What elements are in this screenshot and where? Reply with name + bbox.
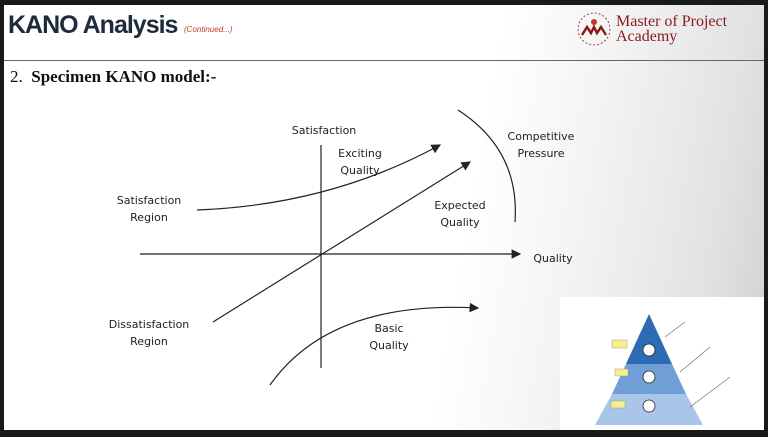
header-divider bbox=[4, 60, 764, 61]
page-title: KANO Analysis bbox=[8, 11, 178, 40]
expected-quality-line bbox=[212, 161, 472, 323]
x-axis-label: Quality bbox=[533, 252, 573, 265]
logo-line-1: Master of Project bbox=[616, 13, 728, 30]
kano-diagram bbox=[140, 109, 522, 386]
section-heading: 2. Specimen KANO model:- bbox=[10, 67, 216, 87]
basic-quality-curve bbox=[269, 302, 480, 386]
title-text: KANO Analysis bbox=[8, 11, 178, 39]
competitive-pressure-arc bbox=[457, 109, 516, 223]
y-axis-label: Satisfaction bbox=[291, 124, 357, 137]
logo-icon bbox=[577, 12, 611, 46]
title-note: (Continued...) bbox=[184, 25, 233, 34]
exciting-quality-curve bbox=[196, 144, 442, 211]
kano-pyramid-image bbox=[560, 297, 764, 430]
section-number: 2. bbox=[10, 67, 23, 86]
slide: KANO Analysis (Continued...) Master of P… bbox=[4, 5, 764, 430]
logo-line-2: Academy bbox=[616, 28, 678, 45]
section-title: Specimen KANO model:- bbox=[31, 67, 217, 86]
